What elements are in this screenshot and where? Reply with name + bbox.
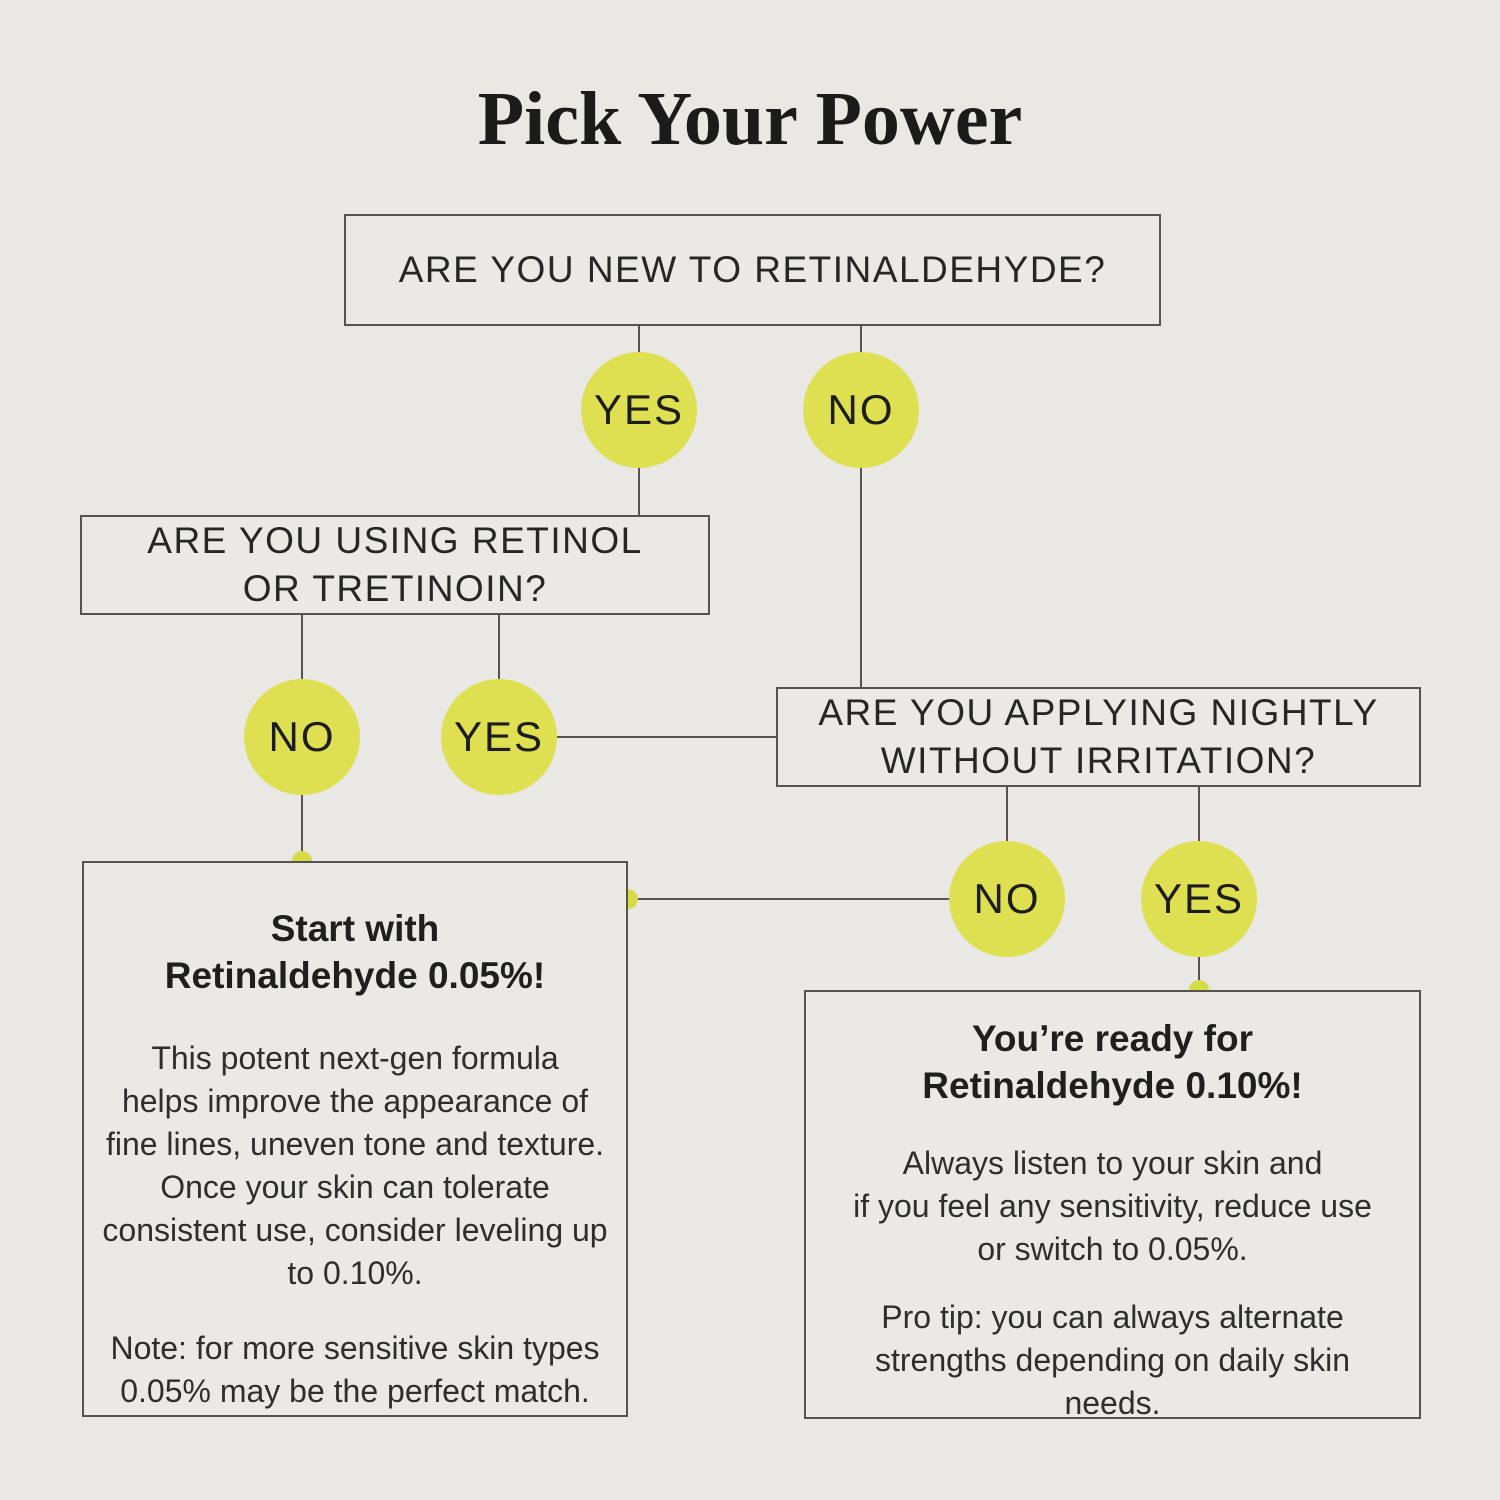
connector-line (860, 468, 862, 687)
result-box-retinaldehyde-005: Start with Retinaldehyde 0.05%! This pot… (82, 861, 628, 1417)
answer-label: NO (973, 875, 1041, 922)
answer-label: YES (453, 713, 545, 760)
question-box-new-to-retinaldehyde: ARE YOU NEW TO RETINALDEHYDE? (344, 214, 1161, 326)
answer-node-q3-no: NO (949, 841, 1065, 957)
result-paragraph: This potent next-gen formula helps impro… (102, 1040, 608, 1291)
result-note: Note: for more sensitive skin types 0.05… (110, 1330, 600, 1409)
connector-line (301, 795, 303, 861)
question-box-applying-nightly: ARE YOU APPLYING NIGHTLY WITHOUT IRRITAT… (776, 687, 1421, 787)
connector-line (638, 468, 640, 515)
question-box-retinol-or-tretinoin: ARE YOU USING RETINOL OR TRETINOIN? (80, 515, 710, 615)
result-heading: You’re ready for Retinaldehyde 0.10%! (922, 1018, 1303, 1106)
answer-label: NO (268, 713, 336, 760)
connector-line (638, 326, 640, 353)
answer-node-q1-yes: YES (581, 352, 697, 468)
answer-node-q2-yes: YES (441, 679, 557, 795)
answer-label: YES (593, 386, 685, 433)
connector-line (860, 326, 862, 353)
question-text: ARE YOU NEW TO RETINALDEHYDE? (398, 248, 1107, 290)
result-heading: Start with Retinaldehyde 0.05%! (164, 908, 546, 996)
answer-node-q1-no: NO (803, 352, 919, 468)
connector-line (301, 615, 303, 679)
connector-line (1198, 787, 1200, 841)
page-title: Pick Your Power (477, 77, 1023, 161)
connector-line (557, 736, 776, 738)
answer-label: YES (1153, 875, 1245, 922)
answer-node-q2-no: NO (244, 679, 360, 795)
connector-line (498, 615, 500, 679)
question-text: ARE YOU USING RETINOL OR TRETINOIN? (147, 519, 643, 609)
answer-label: NO (827, 386, 895, 433)
connector-line (1006, 787, 1008, 841)
connector-line (1198, 957, 1200, 990)
result-protip: Pro tip: you can always alternate streng… (875, 1299, 1350, 1421)
result-paragraph: Always listen to your skin and if you fe… (853, 1145, 1372, 1267)
answer-node-q3-yes: YES (1141, 841, 1257, 957)
connector-line (628, 898, 949, 900)
result-box-retinaldehyde-010: You’re ready for Retinaldehyde 0.10%! Al… (804, 990, 1421, 1421)
question-text: ARE YOU APPLYING NIGHTLY WITHOUT IRRITAT… (818, 691, 1379, 781)
